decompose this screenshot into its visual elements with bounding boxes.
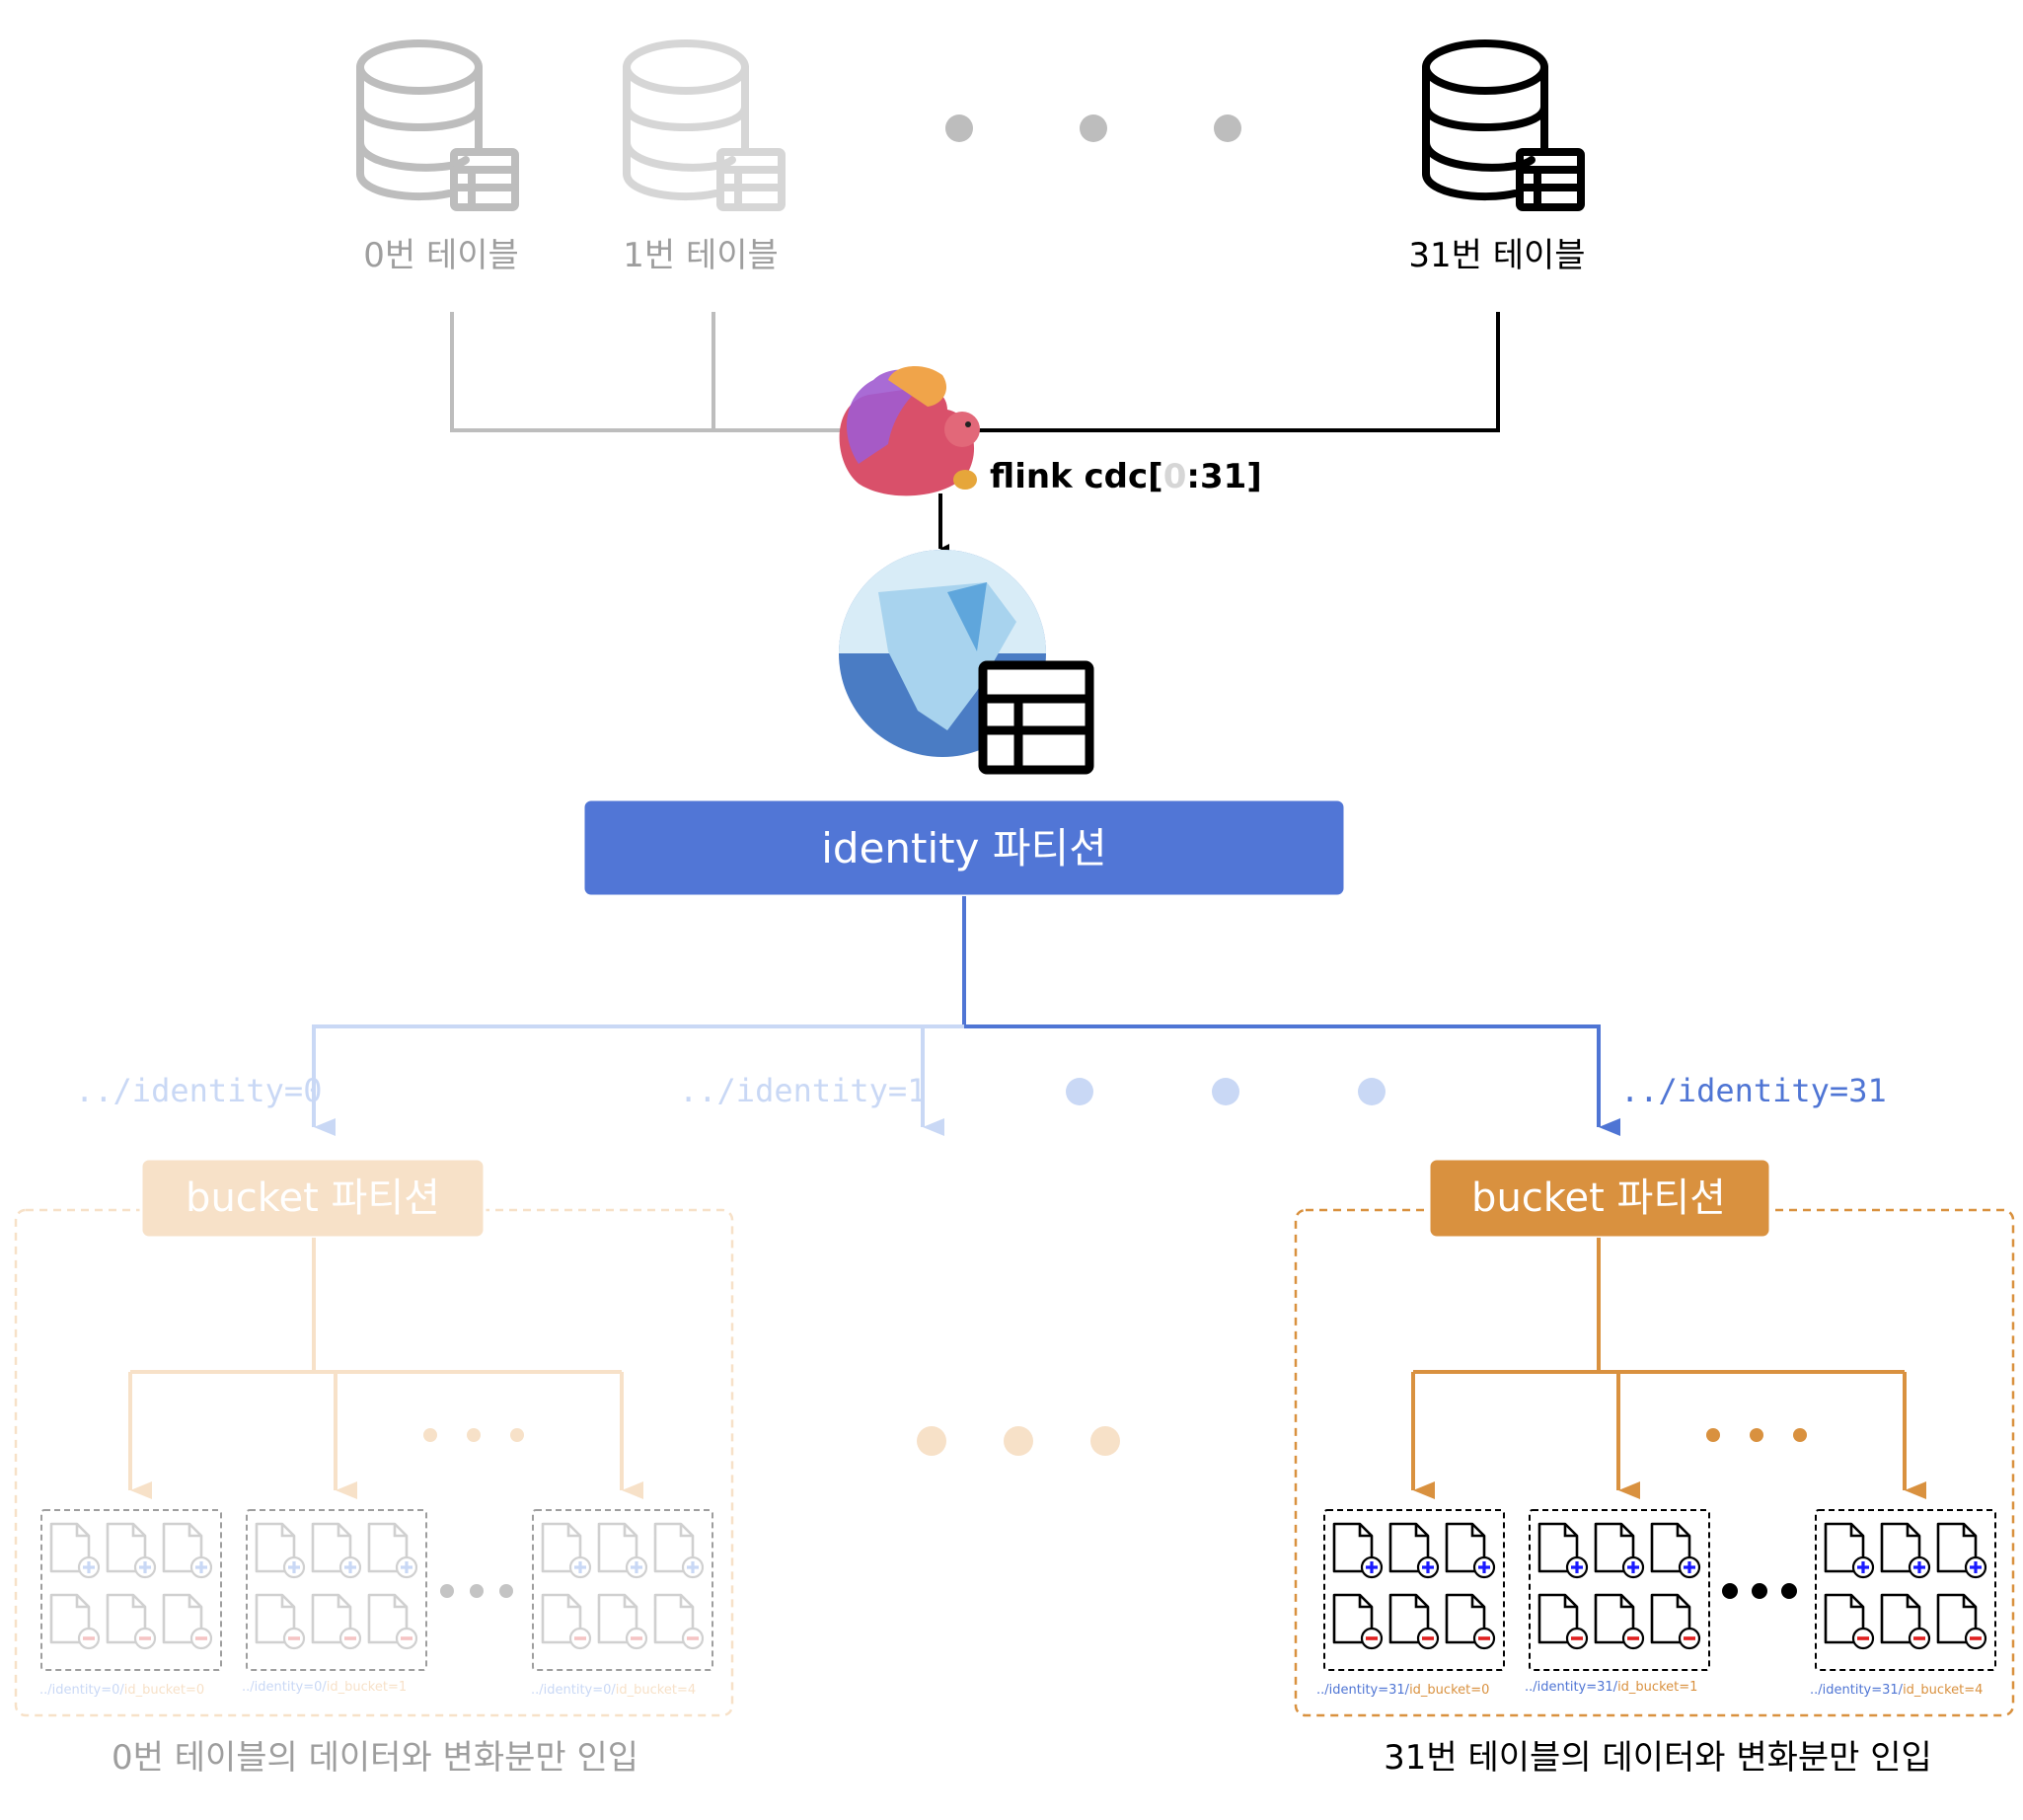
ellipsis-dots-center xyxy=(917,1426,1120,1456)
file-minus-icon xyxy=(1537,1593,1589,1650)
file-plus-icon xyxy=(106,1522,157,1579)
ellipsis-dots-top xyxy=(945,114,1241,142)
ellipsis-dots-identity xyxy=(1066,1078,1386,1105)
right-bucket-1-path: ../identity=31/id_bucket=1 xyxy=(1525,1680,1697,1695)
right-bucket-4-files xyxy=(1815,1509,1996,1671)
file-plus-icon xyxy=(49,1522,101,1579)
right-bucket-0-path: ../identity=31/id_bucket=0 xyxy=(1316,1683,1489,1698)
file-minus-icon xyxy=(1936,1593,1987,1650)
file-minus-icon xyxy=(653,1593,705,1650)
table-1-db-icon xyxy=(627,43,782,207)
file-minus-icon xyxy=(1388,1593,1440,1650)
right-bucket-4-path: ../identity=31/id_bucket=4 xyxy=(1810,1683,1983,1698)
path-identity-31: ../identity=31 xyxy=(1620,1072,1887,1109)
flink-squirrel-icon xyxy=(839,365,980,496)
file-minus-icon xyxy=(597,1593,648,1650)
file-plus-icon xyxy=(1332,1522,1384,1579)
left-bucket-4-path: ../identity=0/id_bucket=4 xyxy=(531,1683,696,1698)
file-plus-icon xyxy=(1824,1522,1875,1579)
iceberg-icon xyxy=(839,550,1094,775)
file-minus-icon xyxy=(1594,1593,1645,1650)
flink-cdc-label: flink cdc[0:31] xyxy=(990,457,1262,496)
file-plus-icon xyxy=(1936,1522,1987,1579)
right-caption: 31번 테이블의 데이터와 변화분만 인입 xyxy=(1384,1738,1932,1778)
table-31-db-icon xyxy=(1426,43,1581,207)
identity-connectors xyxy=(312,896,1620,1136)
file-minus-icon xyxy=(255,1593,306,1650)
file-minus-icon xyxy=(1445,1593,1496,1650)
right-bucket-0-files xyxy=(1323,1509,1505,1671)
left-bucket-1-path: ../identity=0/id_bucket=1 xyxy=(242,1680,407,1695)
file-plus-icon xyxy=(597,1522,648,1579)
file-plus-icon xyxy=(1650,1522,1701,1579)
left-bucket-0-files xyxy=(40,1509,222,1671)
file-minus-icon xyxy=(1880,1593,1931,1650)
table-0-label: 0번 테이블 xyxy=(363,236,519,275)
left-bucket-0-path: ../identity=0/id_bucket=0 xyxy=(39,1683,204,1698)
file-minus-icon xyxy=(106,1593,157,1650)
ellipsis-dots-right-buckets xyxy=(1706,1428,1807,1442)
file-plus-icon xyxy=(255,1522,306,1579)
file-minus-icon xyxy=(49,1593,101,1650)
ellipsis-dots-left-files xyxy=(440,1584,513,1598)
file-minus-icon xyxy=(367,1593,418,1650)
file-minus-icon xyxy=(311,1593,362,1650)
path-identity-1: ../identity=1 xyxy=(679,1072,926,1109)
left-bucket-partition-box: bucket 파티션 xyxy=(139,1157,487,1240)
file-plus-icon xyxy=(653,1522,705,1579)
file-plus-icon xyxy=(1445,1522,1496,1579)
right-bucket-1-files xyxy=(1529,1509,1710,1671)
right-bucket-partition-box: bucket 파티션 xyxy=(1427,1157,1772,1240)
file-plus-icon xyxy=(162,1522,213,1579)
table-31-label: 31번 테이블 xyxy=(1408,236,1585,275)
table-1-label: 1번 테이블 xyxy=(623,236,779,275)
left-bucket-connectors xyxy=(128,1238,643,1499)
file-plus-icon xyxy=(1594,1522,1645,1579)
table-0-db-icon xyxy=(360,43,515,207)
right-bucket-connectors xyxy=(1411,1238,1926,1499)
right-bucket-label: bucket 파티션 xyxy=(1471,1175,1726,1221)
file-grids xyxy=(40,1509,1996,1671)
file-plus-icon xyxy=(541,1522,592,1579)
left-bucket-1-files xyxy=(246,1509,427,1671)
file-minus-icon xyxy=(162,1593,213,1650)
file-plus-icon xyxy=(1388,1522,1440,1579)
ellipsis-dots-right-files xyxy=(1722,1583,1797,1599)
file-minus-icon xyxy=(1650,1593,1701,1650)
left-bucket-label: bucket 파티션 xyxy=(186,1175,440,1221)
left-caption: 0번 테이블의 데이터와 변화분만 인입 xyxy=(112,1738,638,1778)
file-minus-icon xyxy=(541,1593,592,1650)
identity-partition-box: identity 파티션 xyxy=(581,797,1347,898)
ellipsis-dots-left-buckets xyxy=(423,1428,524,1442)
file-plus-icon xyxy=(1880,1522,1931,1579)
file-minus-icon xyxy=(1824,1593,1875,1650)
file-plus-icon xyxy=(311,1522,362,1579)
identity-partition-label: identity 파티션 xyxy=(821,824,1107,872)
left-bucket-4-files xyxy=(532,1509,713,1671)
table-connectors xyxy=(450,312,1500,432)
file-minus-icon xyxy=(1332,1593,1384,1650)
path-identity-0: ../identity=0 xyxy=(75,1072,322,1109)
file-plus-icon xyxy=(1537,1522,1589,1579)
file-plus-icon xyxy=(367,1522,418,1579)
